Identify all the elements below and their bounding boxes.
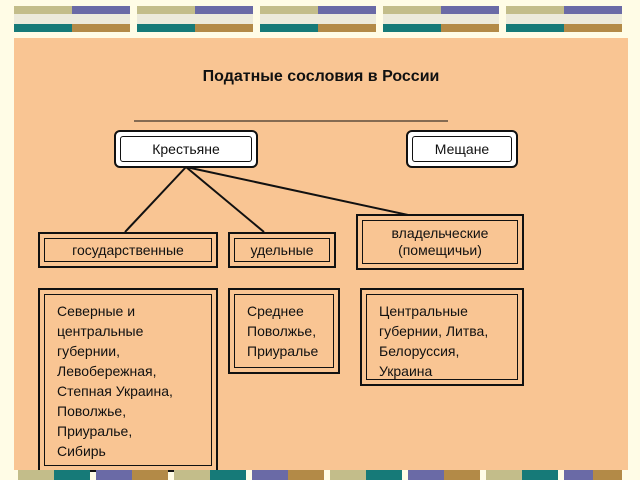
footer-tile <box>330 470 402 480</box>
decorative-footer-strip <box>0 466 640 480</box>
regions-state-line: Северные и <box>57 303 136 319</box>
regions-state-line: Поволжье, <box>57 403 127 419</box>
connector-peasants-owned <box>185 166 423 219</box>
regions-state-line: Левобережная, <box>57 363 157 379</box>
regions-appanage: Среднее Поволжье, Приуралье <box>228 288 340 374</box>
regions-appanage-line: Приуралье <box>247 343 319 359</box>
regions-owned-line: губернии, Литва, <box>379 323 489 339</box>
regions-state-line: Степная Украина, <box>57 383 173 399</box>
footer-tile <box>408 470 480 480</box>
connector-lines <box>124 120 448 233</box>
regions-owned: Центральные губернии, Литва, Белоруссия,… <box>360 288 524 386</box>
node-peasants-label: Крестьяне <box>120 136 252 162</box>
node-owned-line-1: владельческие <box>391 225 489 241</box>
footer-tile <box>96 470 168 480</box>
header-tile <box>137 6 253 32</box>
header-tile <box>260 6 376 32</box>
diagram-title: Податные сословия в России <box>202 68 440 85</box>
node-owned-peasants-label: владельческие (помещичьи) <box>362 220 518 264</box>
node-owned-line-2: (помещичьи) <box>398 242 482 258</box>
header-tile <box>383 6 499 32</box>
regions-appanage-line: Среднее <box>247 303 304 319</box>
node-townsfolk-label: Мещане <box>412 136 512 162</box>
node-townsfolk: Мещане <box>406 130 518 168</box>
footer-tile <box>174 470 246 480</box>
regions-state-line: Сибирь <box>57 443 106 459</box>
regions-owned-text: Центральные губернии, Литва, Белоруссия,… <box>366 294 518 380</box>
footer-tile <box>18 470 90 480</box>
node-appanage-peasants: удельные <box>228 232 336 268</box>
footer-tile <box>486 470 558 480</box>
regions-state-line: губернии, <box>57 343 120 359</box>
node-peasants: Крестьяне <box>114 130 258 168</box>
node-state-peasants: государственные <box>38 232 218 268</box>
footer-tile <box>252 470 324 480</box>
regions-appanage-text: Среднее Поволжье, Приуралье <box>234 294 334 368</box>
decorative-header-strip <box>0 0 640 34</box>
connector-peasants-state <box>124 166 187 233</box>
header-tile <box>506 6 622 32</box>
regions-owned-line: Центральные <box>379 303 468 319</box>
regions-state-line: Приуралье, <box>57 423 133 439</box>
regions-owned-line: Белоруссия, <box>379 343 460 359</box>
connector-peasants-appanage <box>185 166 265 233</box>
header-tile <box>14 6 130 32</box>
node-state-peasants-label: государственные <box>44 238 212 262</box>
diagram-panel: Податные сословия в России Крестьяне Мещ… <box>14 38 628 472</box>
node-appanage-peasants-label: удельные <box>234 238 330 262</box>
regions-state: Северные и центральные губернии, Левобер… <box>38 288 218 472</box>
footer-tile <box>564 470 622 480</box>
regions-state-line: центральные <box>57 323 144 339</box>
regions-owned-line: Украина <box>379 363 433 379</box>
regions-state-text: Северные и центральные губернии, Левобер… <box>44 294 212 466</box>
node-owned-peasants: владельческие (помещичьи) <box>356 214 524 270</box>
regions-appanage-line: Поволжье, <box>247 323 317 339</box>
